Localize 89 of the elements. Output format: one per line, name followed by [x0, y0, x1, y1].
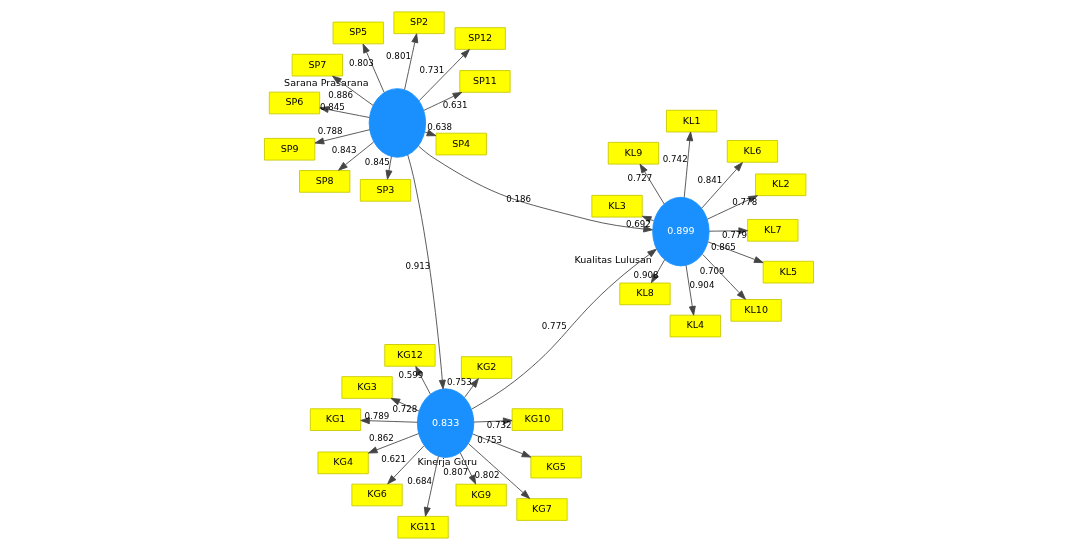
arrow	[459, 452, 477, 485]
node-box: KL5	[762, 260, 814, 284]
node-box: SP3	[359, 179, 412, 202]
node-box: SP6	[268, 91, 321, 115]
edge-label: 0.789	[364, 410, 390, 421]
node-box: KG2	[460, 356, 513, 379]
node-box: KL4	[669, 314, 721, 338]
node-label: Kualitas Lulusan	[574, 254, 652, 266]
edge-label: 0.727	[627, 173, 653, 184]
arrow	[468, 443, 531, 499]
arrow	[423, 91, 463, 111]
arrow	[683, 131, 694, 198]
arrow	[338, 141, 374, 171]
edge-label: 0.886	[328, 89, 354, 100]
node-box: KG9	[455, 483, 507, 507]
node-box: KG12	[384, 344, 436, 367]
edge-label: 0.865	[710, 241, 736, 252]
edge-label: 0.684	[407, 476, 433, 487]
arrow	[368, 433, 420, 454]
node-box: SP5	[332, 21, 384, 45]
node-box: KL1	[666, 109, 718, 133]
edge-label: 0.779	[722, 229, 747, 240]
edge-label: 0.802	[474, 470, 500, 481]
arrow	[418, 145, 653, 233]
node-box: KG6	[351, 483, 403, 507]
arrow	[387, 445, 425, 485]
edge-label: 0.186	[506, 193, 531, 204]
node-box: SP12	[454, 27, 506, 50]
node-box: SP11	[459, 70, 511, 93]
node-box: KG4	[317, 451, 369, 475]
arrow	[385, 156, 393, 180]
arrow	[641, 215, 655, 223]
arrow	[423, 455, 439, 517]
arrow	[314, 129, 371, 145]
arrow	[390, 397, 420, 412]
edge-label: 0.788	[317, 125, 343, 136]
edge-label: 0.862	[368, 432, 394, 443]
arrow	[639, 163, 665, 205]
edge-label: 0.845	[364, 157, 390, 168]
edge-label: 0.841	[697, 174, 723, 185]
edge-label: 0.742	[662, 154, 688, 165]
node-label: Kinerja Guru	[417, 456, 478, 468]
node-box: KG5	[530, 455, 582, 479]
arrow	[404, 33, 419, 90]
edge-label: 0.807	[443, 467, 469, 478]
arrow	[472, 433, 532, 458]
node-box: SP9	[264, 137, 316, 161]
arrow	[418, 49, 470, 102]
arrow	[464, 378, 479, 398]
node-box: SP8	[299, 170, 351, 193]
node-box: KG3	[341, 376, 393, 399]
node-box: KL7	[747, 219, 799, 242]
node-box: KL6	[726, 140, 779, 163]
arrow	[707, 241, 764, 264]
arrow	[701, 162, 743, 209]
arrow	[360, 417, 418, 425]
edge-label: 0.638	[427, 122, 453, 133]
edge-label: 0.913	[405, 260, 431, 271]
edge-label: 0.692	[626, 218, 651, 229]
edge-label: 0.843	[331, 145, 357, 156]
arrow	[362, 43, 385, 93]
node-box: KG11	[397, 515, 449, 539]
edge-label: 0.731	[419, 64, 445, 75]
node-box: SP4	[435, 132, 487, 156]
edge-label: 0.621	[381, 454, 406, 465]
node-box: KL9	[607, 141, 660, 165]
edge-label: 0.709	[699, 266, 725, 277]
edge-label: 0.803	[348, 57, 374, 68]
node-box: KL8	[619, 282, 671, 306]
node-box: KL10	[730, 299, 782, 322]
edge-label: 0.775	[541, 321, 567, 332]
node-ellipse: 0.833	[416, 388, 475, 458]
arrow	[407, 154, 446, 390]
edge-label: 0.753	[477, 434, 503, 445]
node-box: KG10	[511, 408, 563, 431]
node-box: KL2	[755, 173, 807, 197]
node-box: SP2	[393, 11, 445, 35]
node-box: SP7	[291, 53, 343, 77]
edge-label: 0.728	[392, 403, 418, 414]
arrow	[702, 253, 746, 300]
edge-label: 0.753	[447, 377, 472, 388]
arrow	[685, 265, 696, 316]
node-box: KL3	[591, 194, 643, 218]
edge-label: 0.904	[689, 279, 715, 290]
edge-label: 0.631	[442, 100, 468, 111]
node-box: KG1	[309, 408, 362, 431]
edge-label: 0.801	[386, 50, 411, 61]
edge-label: 0.732	[486, 420, 512, 431]
node-box: KG7	[516, 498, 568, 521]
